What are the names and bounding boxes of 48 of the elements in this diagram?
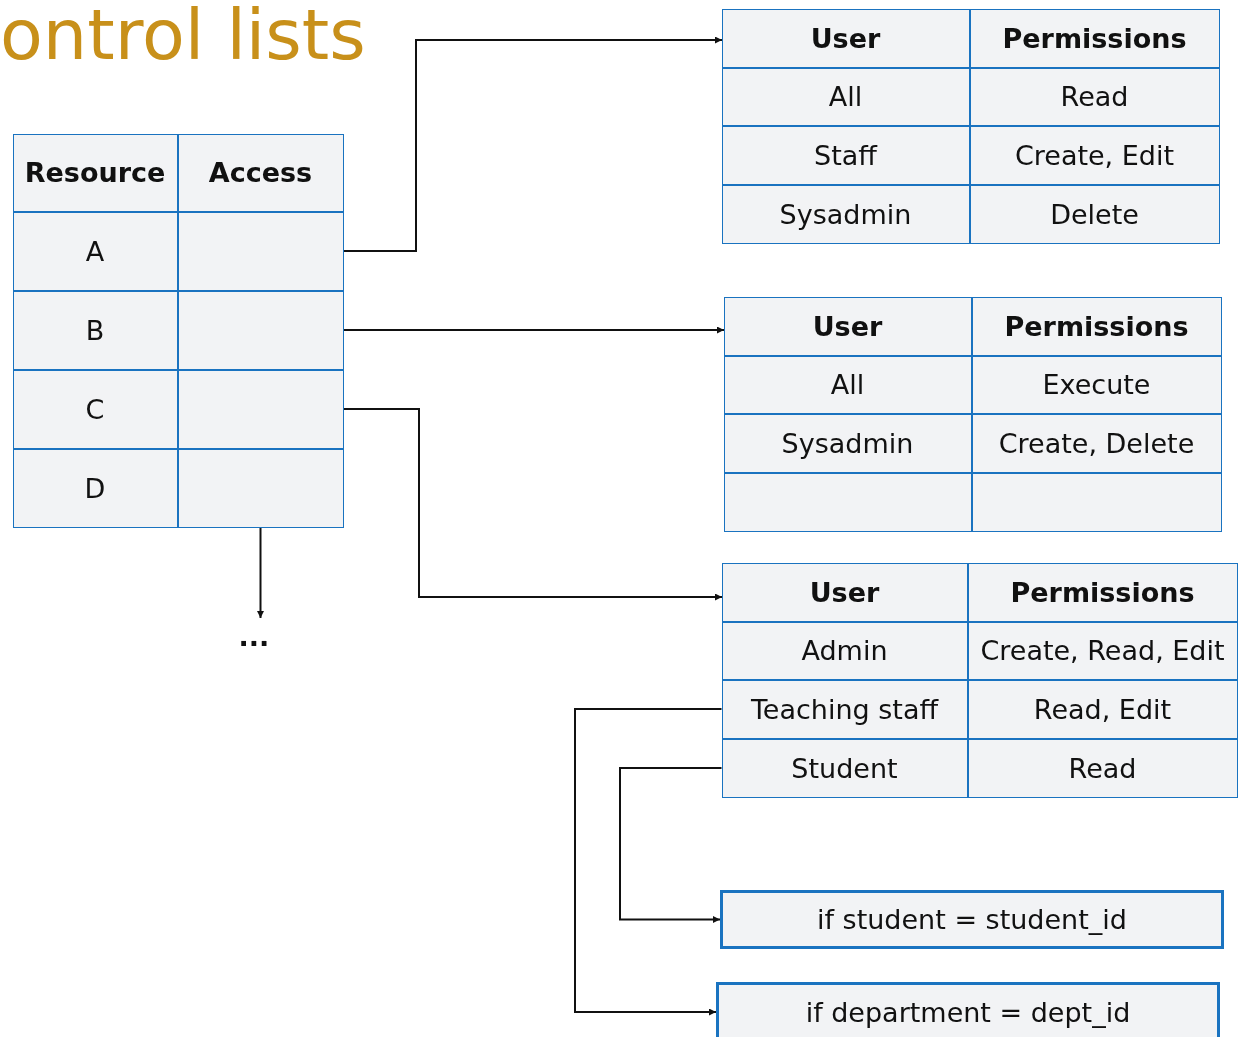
arrow	[574, 708, 723, 1016]
condition-box: if student = student_id	[720, 890, 1224, 949]
arrow	[257, 526, 264, 619]
arrow	[342, 408, 723, 601]
condition-box: if department = dept_id	[716, 982, 1220, 1037]
table-cell: Create, Edit	[969, 125, 1220, 185]
column-header: Resource	[12, 133, 178, 212]
table-cell	[177, 369, 344, 449]
column-header: Permissions	[967, 562, 1238, 622]
table-cell: C	[12, 369, 178, 449]
table-cell: All	[721, 67, 970, 126]
table-cell	[971, 472, 1222, 532]
column-header: User	[721, 8, 970, 68]
table-cell	[723, 472, 972, 532]
table-cell: Read	[969, 67, 1220, 126]
table-cell: Create, Read, Edit	[967, 621, 1238, 680]
table-cell: D	[12, 448, 178, 528]
table-cell	[177, 211, 344, 291]
arrow	[342, 36, 723, 252]
arrow	[619, 767, 723, 923]
table	[722, 9, 1220, 244]
table-cell: Student	[721, 738, 968, 798]
column-header: Access	[177, 133, 344, 212]
table-cell: All	[723, 355, 972, 414]
table-cell: B	[12, 290, 178, 370]
table	[724, 297, 1222, 532]
table-cell: Execute	[971, 355, 1222, 414]
table-cell: Read, Edit	[967, 679, 1238, 739]
column-header: User	[723, 296, 972, 356]
table	[722, 563, 1238, 798]
table-cell	[177, 290, 344, 370]
table-cell: Admin	[721, 621, 968, 680]
table-cell: Delete	[969, 184, 1220, 244]
title: ontrol lists	[0, 0, 366, 70]
table-cell: Read	[967, 738, 1238, 798]
table-cell: Sysadmin	[723, 413, 972, 473]
table-cell: A	[12, 211, 178, 291]
table-cell: Create, Delete	[971, 413, 1222, 473]
table-cell: Sysadmin	[721, 184, 970, 244]
column-header: Permissions	[971, 296, 1222, 356]
ellipsis-text: ...	[230, 618, 278, 654]
table	[13, 134, 344, 528]
table-cell: Teaching staff	[721, 679, 968, 739]
table-cell	[177, 448, 344, 528]
column-header: User	[721, 562, 968, 622]
arrow	[342, 326, 725, 334]
column-header: Permissions	[969, 8, 1220, 68]
table-cell: Staff	[721, 125, 970, 185]
